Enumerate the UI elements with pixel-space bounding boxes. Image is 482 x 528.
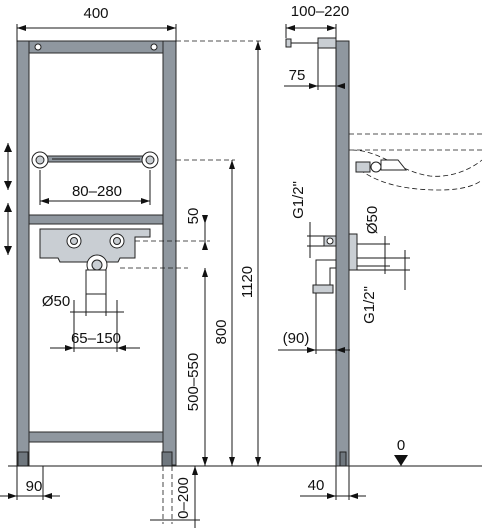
front-traverse: [31, 151, 159, 169]
dim-side-drain-dia: Ø50: [357, 206, 390, 274]
dim-side-thread-top-label: G1/2": [290, 181, 307, 219]
dim-frame-height-label: 1120: [239, 266, 256, 298]
dim-foot-90-label: 90: [26, 478, 43, 495]
dim-frame-height: 1120: [239, 41, 261, 466]
dim-side-75: 75: [284, 48, 345, 90]
side-basin: [349, 133, 482, 191]
dim-height-800: 800: [213, 160, 235, 466]
dim-side-depth: 100–220: [285, 3, 349, 38]
dim-height-50: 50: [185, 208, 208, 250]
dim-foot-adjust: 0–200: [150, 466, 200, 528]
dim-side-thread-bottom: G1/2": [357, 250, 410, 324]
dim-drain-dia: Ø50: [42, 293, 124, 316]
dim-side-90: (90): [278, 293, 350, 354]
dim-foot-adjust-label: 0–200: [175, 477, 192, 519]
dim-foot-90: 90: [0, 466, 60, 500]
dim-height-800-label: 800: [213, 319, 230, 344]
dim-drain-spacing: 65–150: [50, 300, 140, 352]
dim-inlet-height: 500–550: [185, 268, 208, 466]
dim-side-foot-40-label: 40: [308, 477, 325, 494]
dim-side-thread-bottom-label: G1/2": [361, 286, 378, 324]
dim-side-90-label: (90): [283, 330, 310, 347]
adjust-arrows: [4, 143, 12, 255]
dim-width-label: 400: [83, 5, 108, 22]
front-frame: [16, 40, 177, 467]
dim-traverse-label: 80–280: [72, 183, 122, 200]
dim-width: 400: [16, 5, 177, 42]
side-frame: [285, 37, 350, 467]
dim-side-foot-40: 40: [300, 466, 366, 500]
dim-side-thread-top: G1/2": [290, 181, 324, 258]
floor-zero-label: 0: [397, 437, 405, 454]
side-fittings: [312, 233, 358, 294]
floor-zero-marker: 0: [394, 437, 408, 466]
dim-drain-spacing-label: 65–150: [71, 330, 121, 347]
dim-traverse: 80–280: [39, 170, 151, 205]
dim-side-drain-dia-label: Ø50: [364, 206, 381, 234]
dim-inlet-height-label: 500–550: [185, 353, 202, 411]
dim-side-depth-label: 100–220: [291, 3, 349, 20]
dim-height-50-label: 50: [185, 208, 202, 225]
dim-drain-dia-label: Ø50: [42, 293, 70, 310]
dim-side-75-label: 75: [289, 67, 306, 84]
front-fittings: [39, 228, 151, 295]
